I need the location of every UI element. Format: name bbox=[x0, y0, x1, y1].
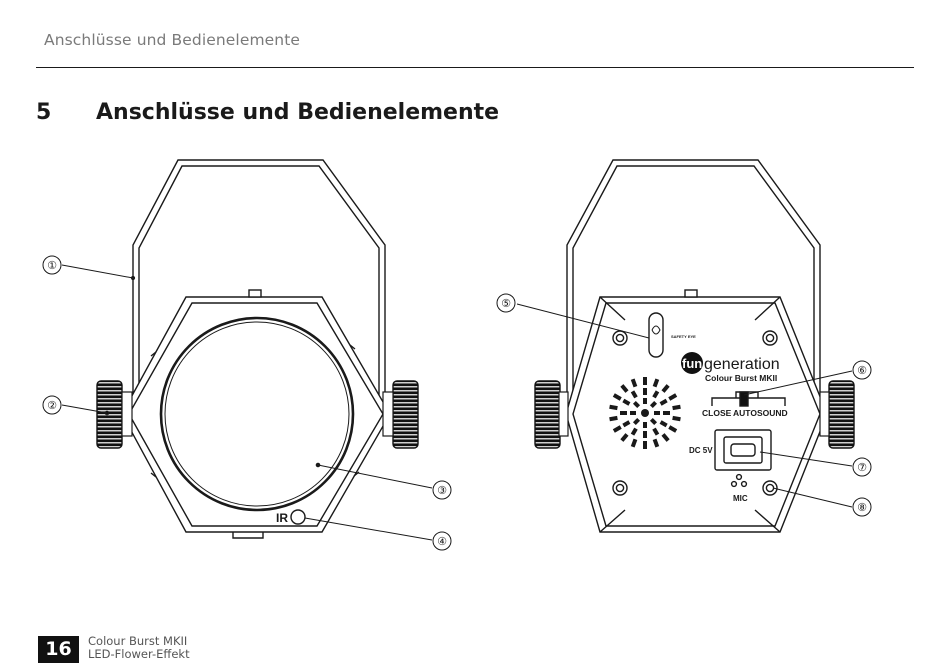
rear-knob-right bbox=[828, 380, 855, 449]
brand-prefix: fun bbox=[682, 356, 702, 371]
rear-bracket bbox=[566, 159, 821, 395]
callout-3: ③ bbox=[437, 484, 447, 497]
leader-lines bbox=[61, 264, 853, 541]
mic-label: MIC bbox=[733, 494, 748, 503]
callout-8: ⑧ bbox=[857, 501, 867, 514]
mic-hole bbox=[735, 473, 743, 481]
footer-product: Colour Burst MKII LED-Flower-Effekt bbox=[88, 635, 190, 661]
front-knob-left bbox=[96, 380, 123, 449]
speaker-grille bbox=[609, 377, 681, 449]
brand-logo-circle bbox=[681, 352, 703, 374]
callout-2: ② bbox=[47, 399, 57, 412]
callout-4: ④ bbox=[437, 535, 447, 548]
rear-view bbox=[565, 159, 828, 533]
callout-6: ⑥ bbox=[857, 364, 867, 377]
front-bracket bbox=[132, 159, 386, 395]
section-title: Anschlüsse und Bedienelemente bbox=[96, 100, 500, 125]
rear-housing bbox=[565, 296, 828, 533]
front-view bbox=[121, 159, 391, 539]
switch-auto-label: AUTO bbox=[733, 408, 757, 418]
callout-5: ⑤ bbox=[501, 297, 511, 310]
rear-knob-left bbox=[534, 380, 561, 449]
front-lens bbox=[159, 316, 355, 512]
callout-1: ① bbox=[47, 259, 57, 272]
model-label: Colour Burst MKII bbox=[705, 373, 777, 383]
safety-eye-label: SAFETY EYE bbox=[671, 334, 696, 339]
switch-sound-label: SOUND bbox=[757, 408, 788, 418]
dc-jack bbox=[714, 429, 772, 471]
callouts bbox=[42, 255, 872, 551]
ir-sensor bbox=[290, 509, 306, 525]
front-knob-right bbox=[392, 380, 419, 449]
brand-suffix: generation bbox=[704, 356, 780, 373]
footer-product-line2: LED-Flower-Effekt bbox=[88, 647, 190, 661]
dc-label: DC 5V bbox=[689, 446, 713, 455]
ir-label: IR bbox=[276, 511, 288, 525]
footer-product-line1: Colour Burst MKII bbox=[88, 634, 188, 648]
section-number: 5 bbox=[36, 100, 52, 125]
switch-close-label: CLOSE bbox=[702, 408, 732, 418]
callout-7: ⑦ bbox=[857, 461, 867, 474]
running-header: Anschlüsse und Bedienelemente bbox=[44, 31, 301, 49]
page-number: 16 bbox=[38, 636, 79, 663]
section-heading: 5 Anschlüsse und Bedienelemente bbox=[36, 100, 499, 125]
header-rule bbox=[36, 67, 914, 68]
safety-eye bbox=[648, 312, 664, 358]
